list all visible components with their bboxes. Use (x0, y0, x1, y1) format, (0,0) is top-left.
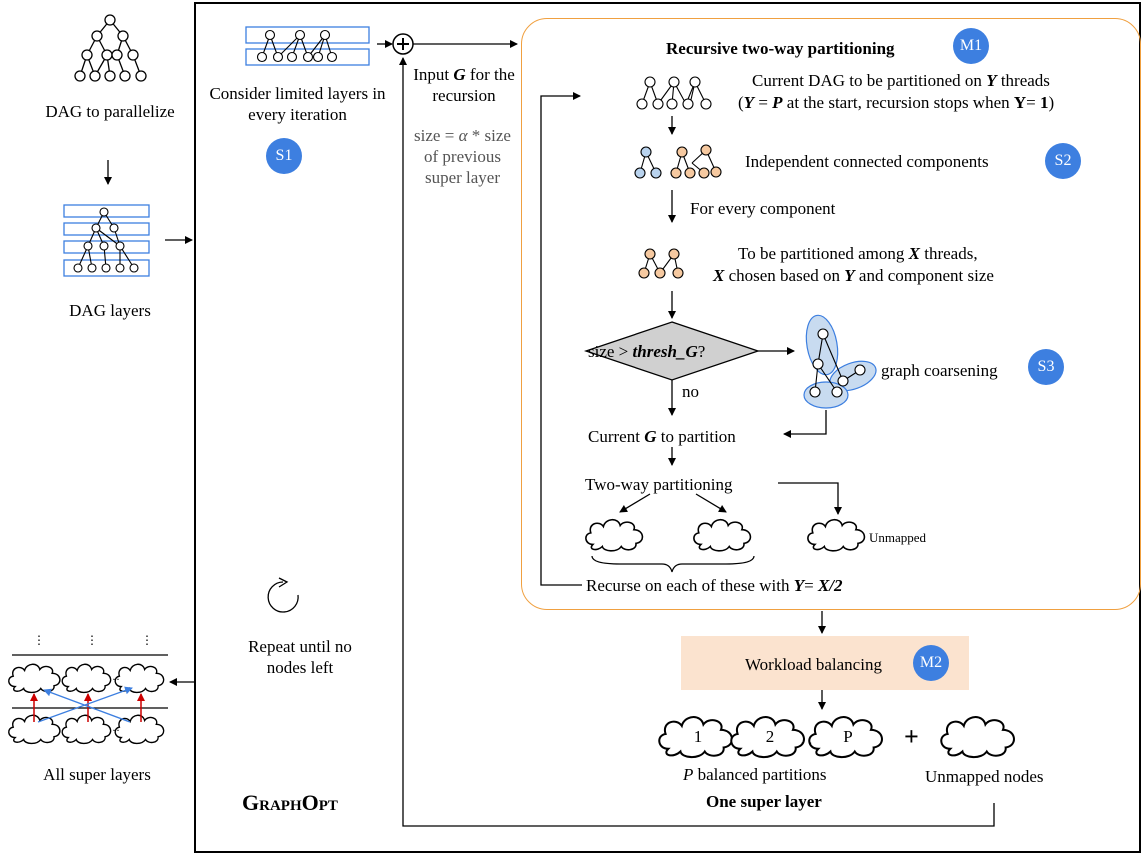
svg-text:· ·: · · (800, 737, 813, 752)
coarsening-text: graph coarsening (881, 361, 998, 380)
current-dag-icon (636, 76, 712, 110)
current-dag-line2: (Y = P at the start, recursion stops whe… (738, 93, 1055, 112)
repeat-text: Repeat until no nodes left (248, 637, 352, 677)
dag-tree-icon (74, 14, 147, 82)
recursion-title: Recursive two-way partitioning (666, 39, 895, 58)
unmapped-small-label: Unmapped (869, 530, 927, 545)
input-g-text: Input G for the recursion (413, 65, 515, 105)
svg-text:⋮: ⋮ (33, 633, 45, 647)
one-super-layer-text: One super layer (706, 792, 822, 811)
single-component-icon (638, 248, 684, 279)
partition-line1: To be partitioned among X threads, (738, 244, 978, 263)
partition-number-p: P (843, 727, 853, 746)
components-icon (634, 144, 722, 179)
partition-line2: X chosen based on Y and component size (713, 266, 994, 285)
for-every-text: For every component (690, 199, 836, 218)
current-dag-line1: Current DAG to be partitioned on Y threa… (752, 71, 1050, 90)
brace (591, 555, 755, 573)
partition-number-1: 1 (693, 727, 703, 746)
svg-text:··: ·· (112, 723, 120, 737)
partition-cloud-a (585, 518, 644, 552)
partition-number-2: 2 (765, 727, 775, 746)
badge-m1: M1 (953, 28, 989, 64)
svg-text:⋮: ⋮ (141, 633, 153, 647)
dag-layers-icon (63, 204, 150, 277)
components-text: Independent connected components (745, 152, 989, 171)
unmapped-nodes-text: Unmapped nodes (925, 767, 1044, 786)
badge-s3: S3 (1028, 349, 1064, 385)
recursion-frame (521, 18, 1141, 610)
consider-layers-text: Consider limited layers in every iterati… (209, 84, 386, 124)
dag-layers-label: DAG layers (69, 301, 151, 320)
limited-layers-icon (245, 26, 370, 66)
p-balanced-text: P balanced partitions (683, 765, 827, 784)
repeat-icon (267, 581, 299, 613)
coarsening-icon (803, 314, 877, 409)
current-g-text: Current G to partition (588, 427, 736, 446)
size-text: size = α * size of previous super layer (414, 126, 511, 187)
plus-sign: + (904, 722, 919, 751)
unmapped-nodes-cloud (940, 716, 1015, 759)
graphopt-title: GraphOpt (242, 790, 338, 815)
recurse-text: Recurse on each of these with Y= X/2 (586, 576, 843, 595)
svg-text:⋮: ⋮ (86, 633, 98, 647)
dag-label: DAG to parallelize (45, 102, 175, 121)
svg-text:··: ·· (112, 672, 120, 686)
all-super-layers-label: All super layers (43, 765, 151, 784)
partition-cloud-b (693, 518, 752, 552)
decision-text: size > thresh_G? (588, 342, 706, 361)
badge-s2: S2 (1045, 143, 1081, 179)
no-label: no (682, 382, 699, 401)
workload-text: Workload balancing (745, 655, 882, 674)
badge-s1: S1 (266, 138, 302, 174)
badge-m2: M2 (913, 645, 949, 681)
two-way-text: Two-way partitioning (585, 475, 733, 494)
unmapped-cloud (807, 518, 866, 552)
all-super-layers-icon: ⋮ ⋮ ⋮ ·· ·· (8, 633, 168, 745)
